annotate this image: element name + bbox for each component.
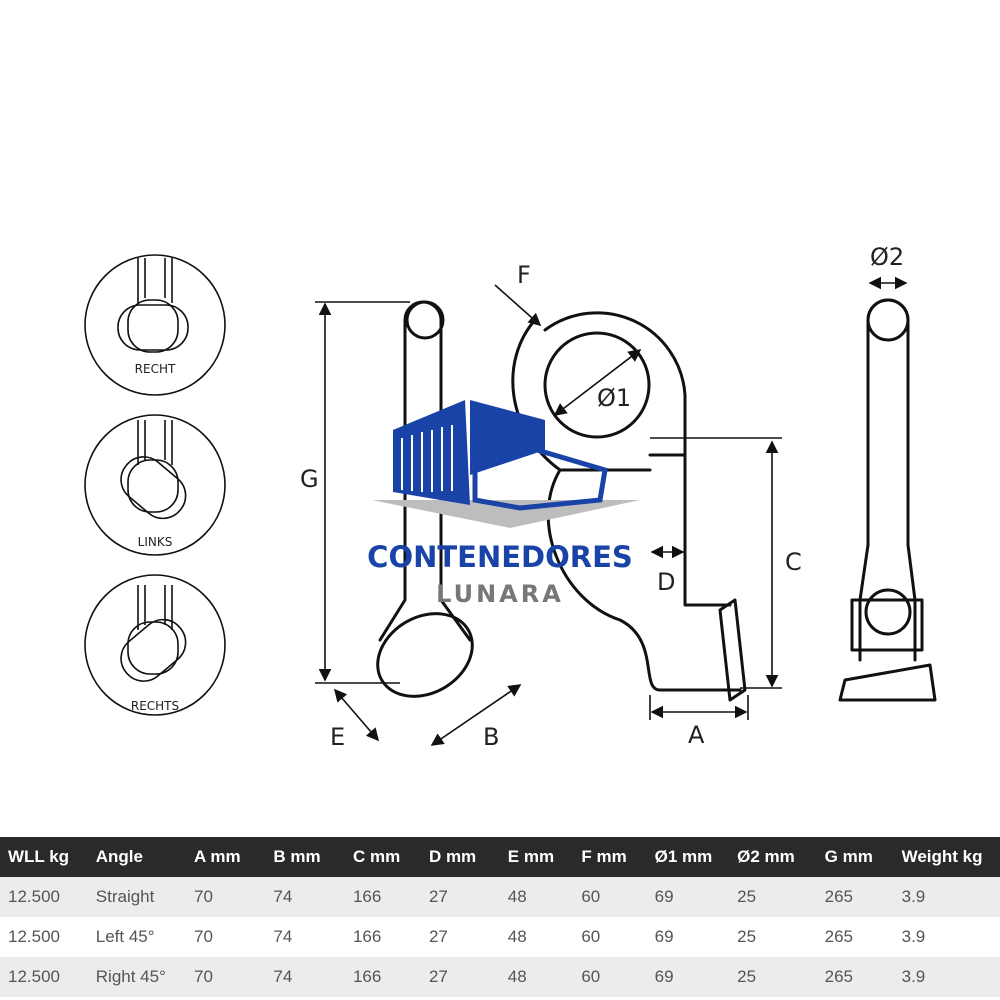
table-cell: 74 — [265, 957, 345, 997]
variant-label: LINKS — [138, 535, 173, 549]
table-cell: 60 — [573, 957, 647, 997]
dim-label-d2: Ø2 — [870, 243, 904, 271]
variant-label: RECHTS — [131, 699, 179, 713]
table-cell: 69 — [646, 957, 730, 997]
table-cell: 69 — [646, 877, 730, 917]
table-cell: 3.9 — [893, 917, 1000, 957]
table-cell: 12.500 — [0, 877, 88, 917]
dim-label-d1: Ø1 — [597, 384, 631, 412]
column-header: E mm — [499, 837, 574, 877]
column-header: Ø1 mm — [646, 837, 730, 877]
table-cell: 70 — [185, 917, 266, 957]
variant-rechts: RECHTS — [84, 574, 226, 716]
table-cell: 25 — [729, 957, 817, 997]
table-cell: 48 — [499, 957, 574, 997]
table-cell: 25 — [729, 877, 817, 917]
hook-technical-drawing: RECHT LINKS RECHTS G E B Ø1 F — [84, 243, 937, 751]
table-cell: 70 — [185, 877, 266, 917]
column-header: F mm — [573, 837, 647, 877]
dim-label-g: G — [300, 465, 319, 493]
column-header: WLL kg — [0, 837, 88, 877]
table-cell: Right 45° — [87, 957, 186, 997]
contenedores-lunara-logo: CONTENEDORES LUNARA — [367, 400, 640, 608]
edge-view: Ø2 — [838, 243, 937, 702]
column-header: D mm — [420, 837, 500, 877]
table-cell: 12.500 — [0, 917, 88, 957]
table-cell: 166 — [344, 917, 421, 957]
table-cell: 3.9 — [893, 957, 1000, 997]
table-cell: Straight — [87, 877, 186, 917]
table-cell: 166 — [344, 877, 421, 917]
table-cell: 265 — [816, 877, 894, 917]
table-cell: 70 — [185, 957, 266, 997]
dim-label-a: A — [688, 721, 705, 749]
table-cell: 3.9 — [893, 877, 1000, 917]
dim-label-e: E — [330, 723, 345, 751]
column-header: Ø2 mm — [729, 837, 817, 877]
table-cell: 12.500 — [0, 957, 88, 997]
column-header: C mm — [344, 837, 421, 877]
table-cell: 27 — [420, 917, 500, 957]
table-cell: 48 — [499, 877, 574, 917]
table-cell: 74 — [265, 877, 345, 917]
front-view: G E B — [300, 300, 522, 751]
variant-recht: RECHT — [84, 254, 226, 396]
variant-links: LINKS — [84, 414, 226, 556]
column-header: Angle — [87, 837, 186, 877]
table-cell: 265 — [816, 917, 894, 957]
dim-label-c: C — [785, 548, 802, 576]
table-cell: 27 — [420, 877, 500, 917]
side-view: Ø1 F C D A — [494, 261, 802, 749]
table-cell: 25 — [729, 917, 817, 957]
column-header: A mm — [185, 837, 266, 877]
table-cell: 27 — [420, 957, 500, 997]
table-cell: 166 — [344, 957, 421, 997]
variant-label: RECHT — [135, 362, 176, 376]
logo-line2: LUNARA — [436, 580, 564, 608]
dim-label-b: B — [483, 723, 499, 751]
column-header: Weight kg — [893, 837, 1000, 877]
table-cell: 60 — [573, 917, 647, 957]
table-cell: 74 — [265, 917, 345, 957]
logo-line1: CONTENEDORES — [367, 540, 633, 574]
table-cell: 48 — [499, 917, 574, 957]
table-cell: 69 — [646, 917, 730, 957]
table-cell: Left 45° — [87, 917, 186, 957]
dim-label-d: D — [657, 568, 675, 596]
table-cell: 265 — [816, 957, 894, 997]
dim-label-f: F — [517, 261, 531, 289]
table-cell: 60 — [573, 877, 647, 917]
column-header: B mm — [265, 837, 345, 877]
column-header: G mm — [816, 837, 894, 877]
